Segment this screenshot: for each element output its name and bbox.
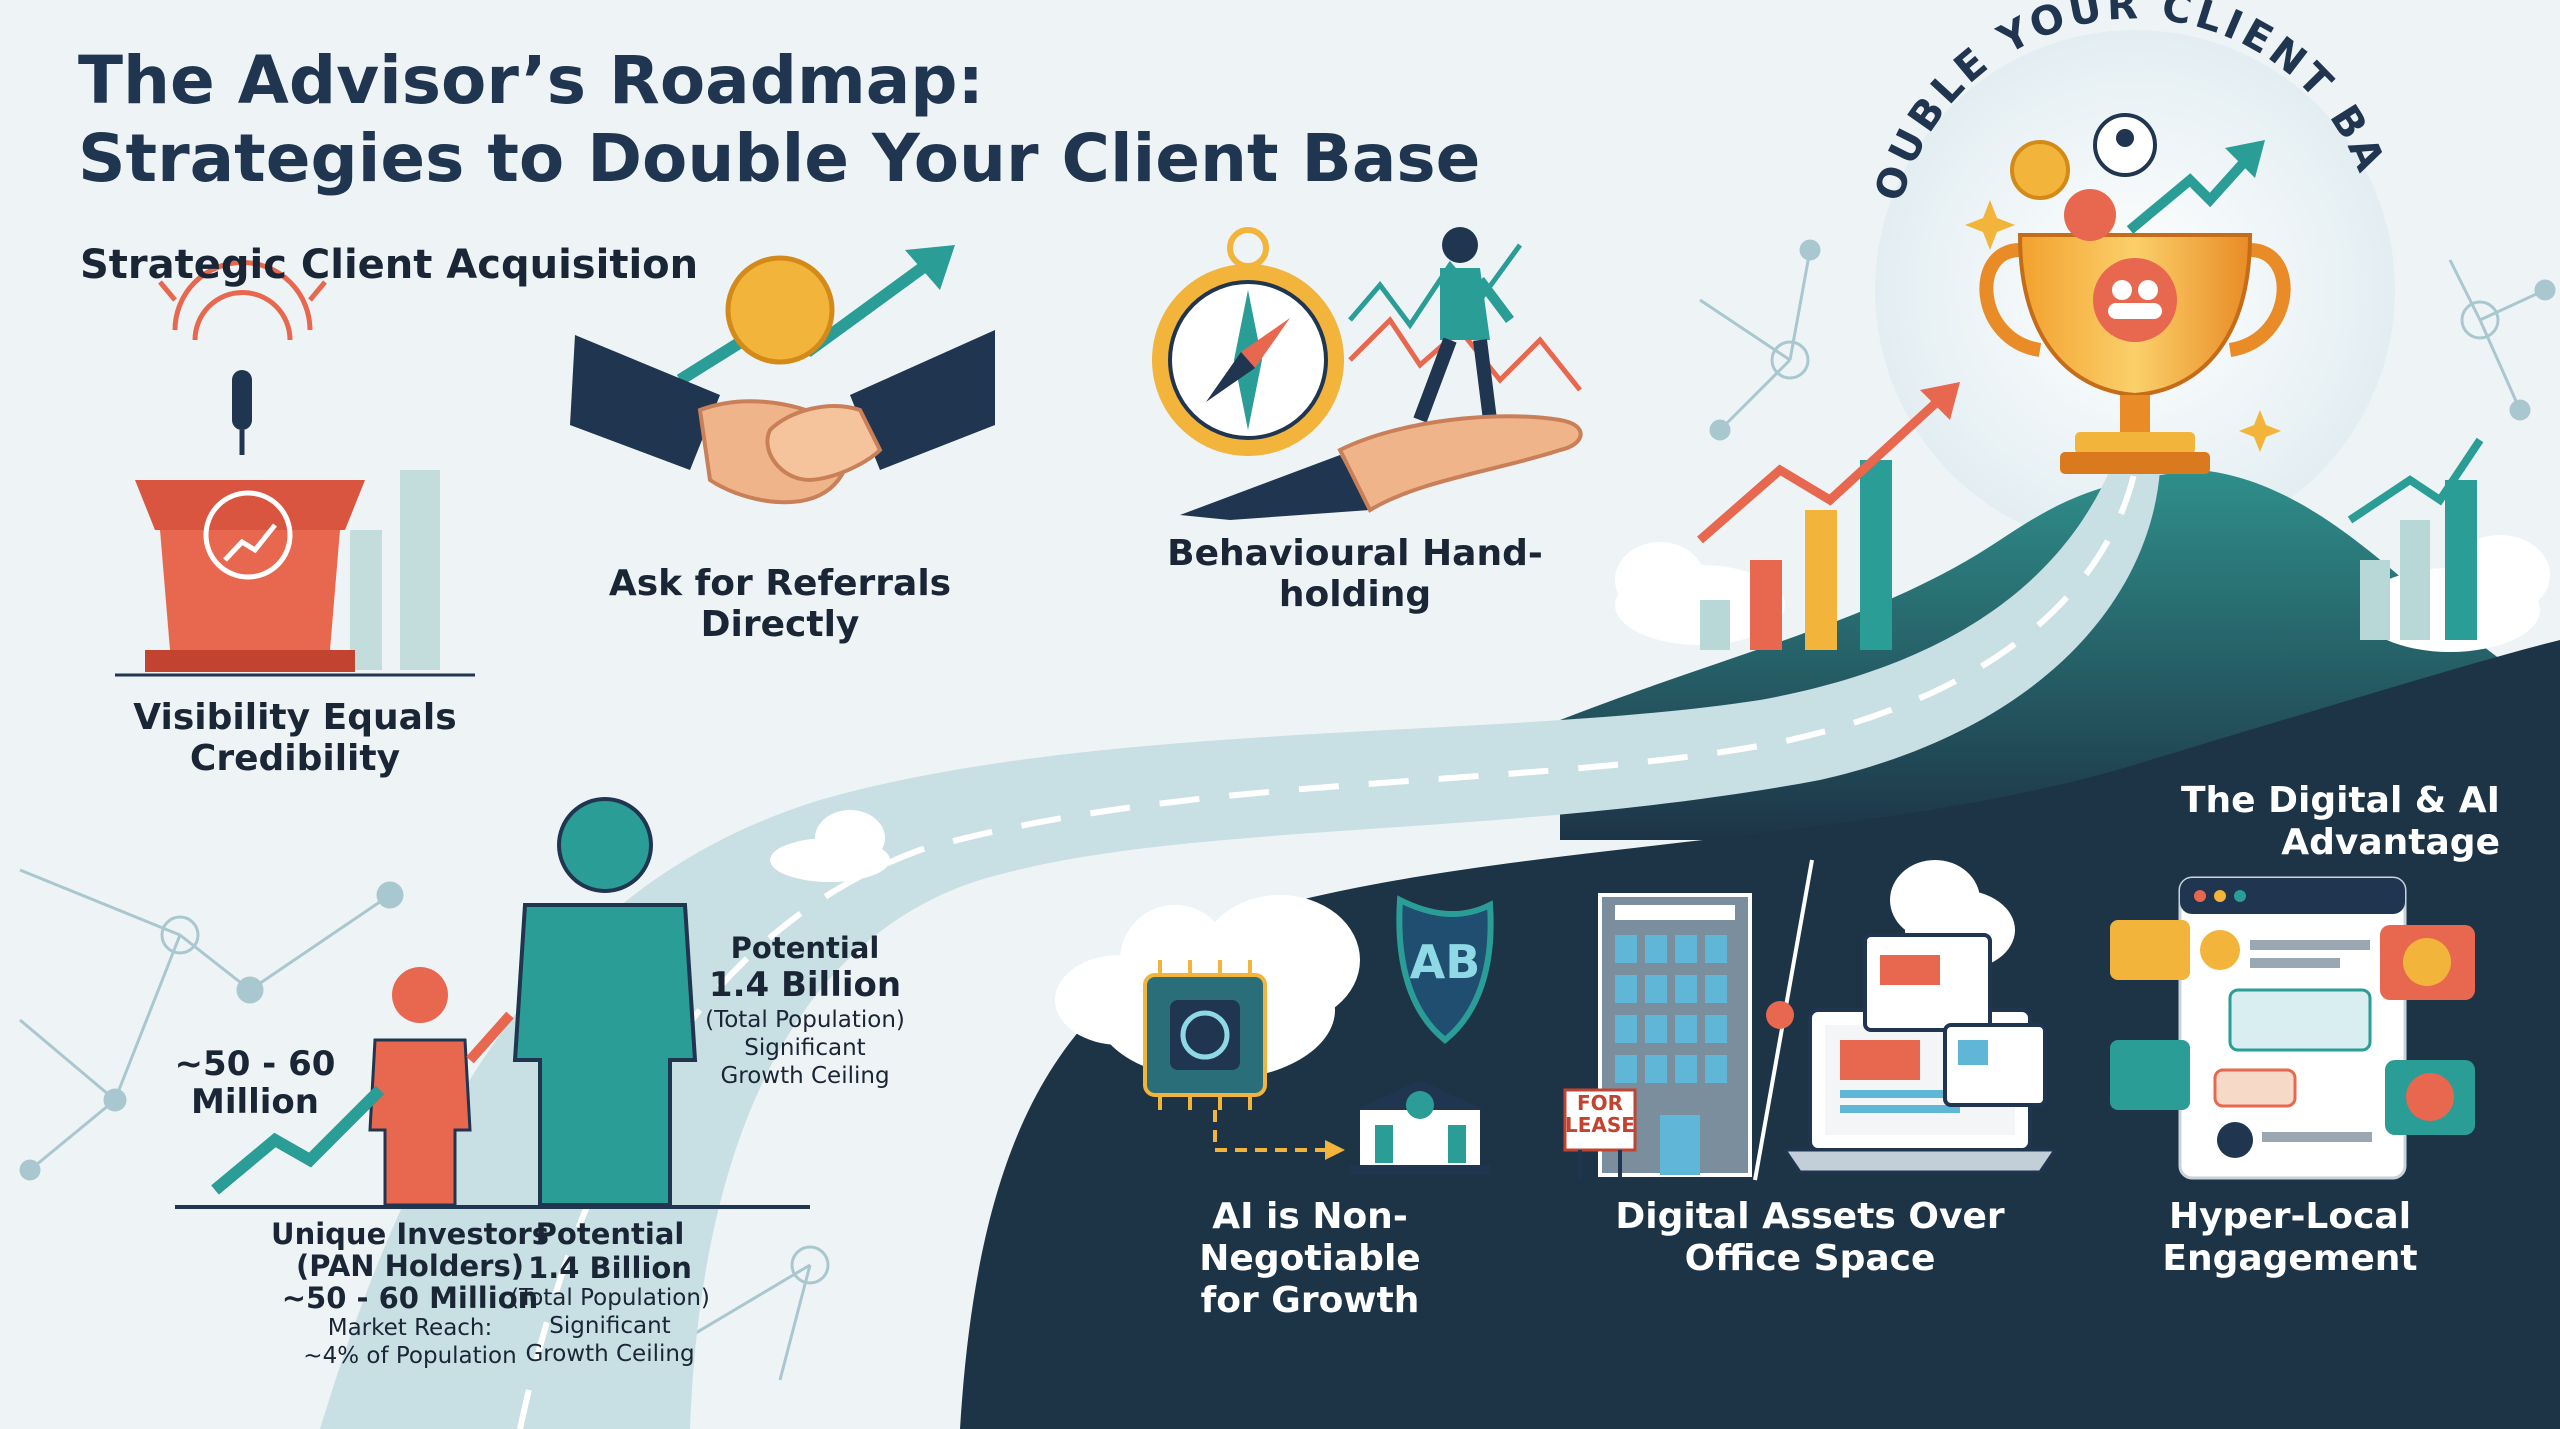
small-investor-figure-icon (368, 967, 472, 1207)
population-value: 1.4 Billion (528, 1251, 692, 1285)
population-note: (Total Population) Significant Growth Ce… (510, 1285, 710, 1367)
compass-icon (1152, 227, 1344, 456)
investors-value: ~50 - 60 Million (281, 1281, 539, 1315)
investors-note: Market Reach: ~4% of Population (303, 1315, 517, 1369)
summit-bar-chart-right (2347, 437, 2484, 640)
ai-chip-cloud-icon (1095, 895, 1360, 1160)
visibility-label: Visibility Equals Credibility (133, 697, 457, 779)
open-hand-icon (1180, 414, 1583, 520)
local-label: Hyper-Local Engagement (2162, 1196, 2418, 1279)
referrals-label: Ask for Referrals Directly (608, 563, 952, 645)
office-building-icon (1563, 859, 1814, 1181)
investors-title: Unique Investors (PAN Holders) (271, 1217, 549, 1283)
summit-bar-chart-left (1697, 382, 1960, 650)
shield-text: AB (1409, 935, 1481, 989)
page-title: The Advisor’s Roadmap: Strategies to Dou… (78, 42, 1480, 198)
handshake-icon (570, 245, 995, 505)
large-figure-note: (Total Population) Significant Growth Ce… (705, 1007, 905, 1089)
digital-heading: The Digital & AI Advantage (2180, 780, 2500, 863)
large-figure-potential: Potential (730, 931, 880, 965)
large-figure-value: 1.4 Billion (708, 965, 902, 1005)
social-browser-icon (2110, 876, 2475, 1180)
trophy-icon (1965, 113, 2291, 474)
podium-icon (115, 260, 475, 677)
page-title-line-2: Strategies to Double Your Client Base (78, 120, 1481, 197)
walker-figure-icon (1413, 227, 1514, 423)
bank-building-icon (1350, 1080, 1490, 1175)
population-potential: Potential (535, 1217, 685, 1251)
small-figure-value: ~50 - 60 Million (174, 1044, 336, 1122)
large-population-figure-icon (512, 797, 698, 1207)
dark-panel (960, 640, 2560, 1429)
network-decoration-left (19, 868, 830, 1392)
road (320, 470, 2160, 1429)
laptop-website-icon (1782, 933, 2058, 1174)
for-lease-sign-text: FOR LEASE (1565, 1091, 1635, 1137)
network-decoration-right (1699, 239, 2556, 441)
acquisition-heading: Strategic Client Acquisition (80, 242, 699, 288)
page-title-line-1: The Advisor’s Roadmap: (78, 42, 984, 119)
market-growth-arrow (175, 1011, 810, 1209)
shield-icon (1396, 895, 1494, 1044)
ai-label: AI is Non-Negotiable for Growth (1199, 1196, 1421, 1321)
handholding-label: Behavioural Hand-holding (1167, 533, 1543, 615)
assets-label: Digital Assets Over Office Space (1615, 1196, 2005, 1279)
